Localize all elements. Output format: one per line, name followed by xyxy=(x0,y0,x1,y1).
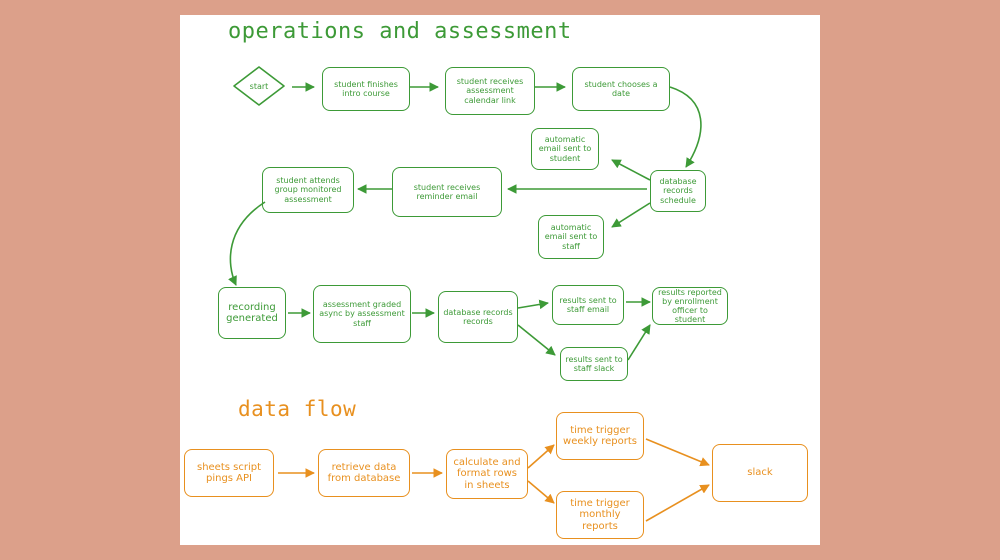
node-calculate-format-label: calculate and format rows in sheets xyxy=(453,456,521,491)
node-database-records: database records records xyxy=(438,291,518,343)
start-label: start xyxy=(250,82,269,91)
arrow-monthly-to-slack xyxy=(645,484,710,522)
node-retrieve-data-label: retrieve data from database xyxy=(327,461,401,485)
node-slack-label: slack xyxy=(747,467,773,479)
node-graded-async: assessment graded async by assessment st… xyxy=(313,285,411,343)
node-database-schedule-label: database records schedule xyxy=(659,177,697,205)
arrow-choose-to-database xyxy=(669,86,702,168)
node-chooses-date: student chooses a date xyxy=(572,67,670,111)
node-reminder-email: student receives reminder email xyxy=(392,167,502,217)
node-weekly-label: time trigger weekly reports xyxy=(563,424,637,448)
node-database-records-label: database records records xyxy=(443,307,513,326)
node-reminder-email-label: student receives reminder email xyxy=(413,182,481,201)
node-monthly-label: time trigger monthly reports xyxy=(570,497,630,532)
arrow-weekly-to-slack xyxy=(645,438,710,467)
node-receives-calendar-label: student receives assessment calendar lin… xyxy=(456,77,524,105)
node-weekly: time trigger weekly reports xyxy=(556,412,644,460)
node-email-staff: automatic email sent to staff xyxy=(538,215,604,259)
node-sheets-script: sheets script pings API xyxy=(184,449,274,497)
diagram-canvas: operations and assessment data flow xyxy=(180,15,820,545)
node-chooses-date-label: student chooses a date xyxy=(584,79,658,98)
node-retrieve-data: retrieve data from database xyxy=(318,449,410,497)
node-results-slack: results sent to staff slack xyxy=(560,347,628,381)
node-calculate-format: calculate and format rows in sheets xyxy=(446,449,528,499)
node-sheets-script-label: sheets script pings API xyxy=(196,461,262,485)
start-node: start xyxy=(233,66,285,106)
arrow-database-to-email-student xyxy=(611,159,651,181)
node-results-email-label: results sent to staff email xyxy=(559,295,617,314)
node-email-staff-label: automatic email sent to staff xyxy=(544,223,598,251)
data-flow-title: data flow xyxy=(238,397,357,421)
node-slack: slack xyxy=(712,444,808,502)
node-results-reported-label: results reported by enrollment officer t… xyxy=(658,287,722,325)
arrow-results-slack-to-reported xyxy=(627,324,651,361)
node-results-slack-label: results sent to staff slack xyxy=(565,354,623,373)
node-email-student-label: automatic email sent to student xyxy=(538,135,592,163)
node-recording: recording generated xyxy=(218,287,286,339)
node-database-schedule: database records schedule xyxy=(650,170,706,212)
node-email-student: automatic email sent to student xyxy=(531,128,599,170)
operations-title: operations and assessment xyxy=(228,19,572,44)
node-attends-assessment-label: student attends group monitored assessme… xyxy=(274,176,342,204)
node-finishes-intro-label: student finishes intro course xyxy=(334,79,398,98)
arrow-database-to-email-staff xyxy=(611,202,651,228)
node-recording-label: recording generated xyxy=(226,301,278,325)
node-monthly: time trigger monthly reports xyxy=(556,491,644,539)
node-results-email: results sent to staff email xyxy=(552,285,624,325)
arrow-attends-to-recording xyxy=(228,201,266,286)
node-attends-assessment: student attends group monitored assessme… xyxy=(262,167,354,213)
node-results-reported: results reported by enrollment officer t… xyxy=(652,287,728,325)
connector-layer xyxy=(228,82,710,522)
arrow-database-to-results-slack xyxy=(517,324,556,356)
arrow-database-to-results-email xyxy=(517,299,549,310)
node-receives-calendar: student receives assessment calendar lin… xyxy=(445,67,535,115)
node-finishes-intro: student finishes intro course xyxy=(322,67,410,111)
arrow-calculate-to-weekly xyxy=(527,444,555,469)
arrow-calculate-to-monthly xyxy=(527,480,555,504)
node-graded-async-label: assessment graded async by assessment st… xyxy=(319,300,405,328)
